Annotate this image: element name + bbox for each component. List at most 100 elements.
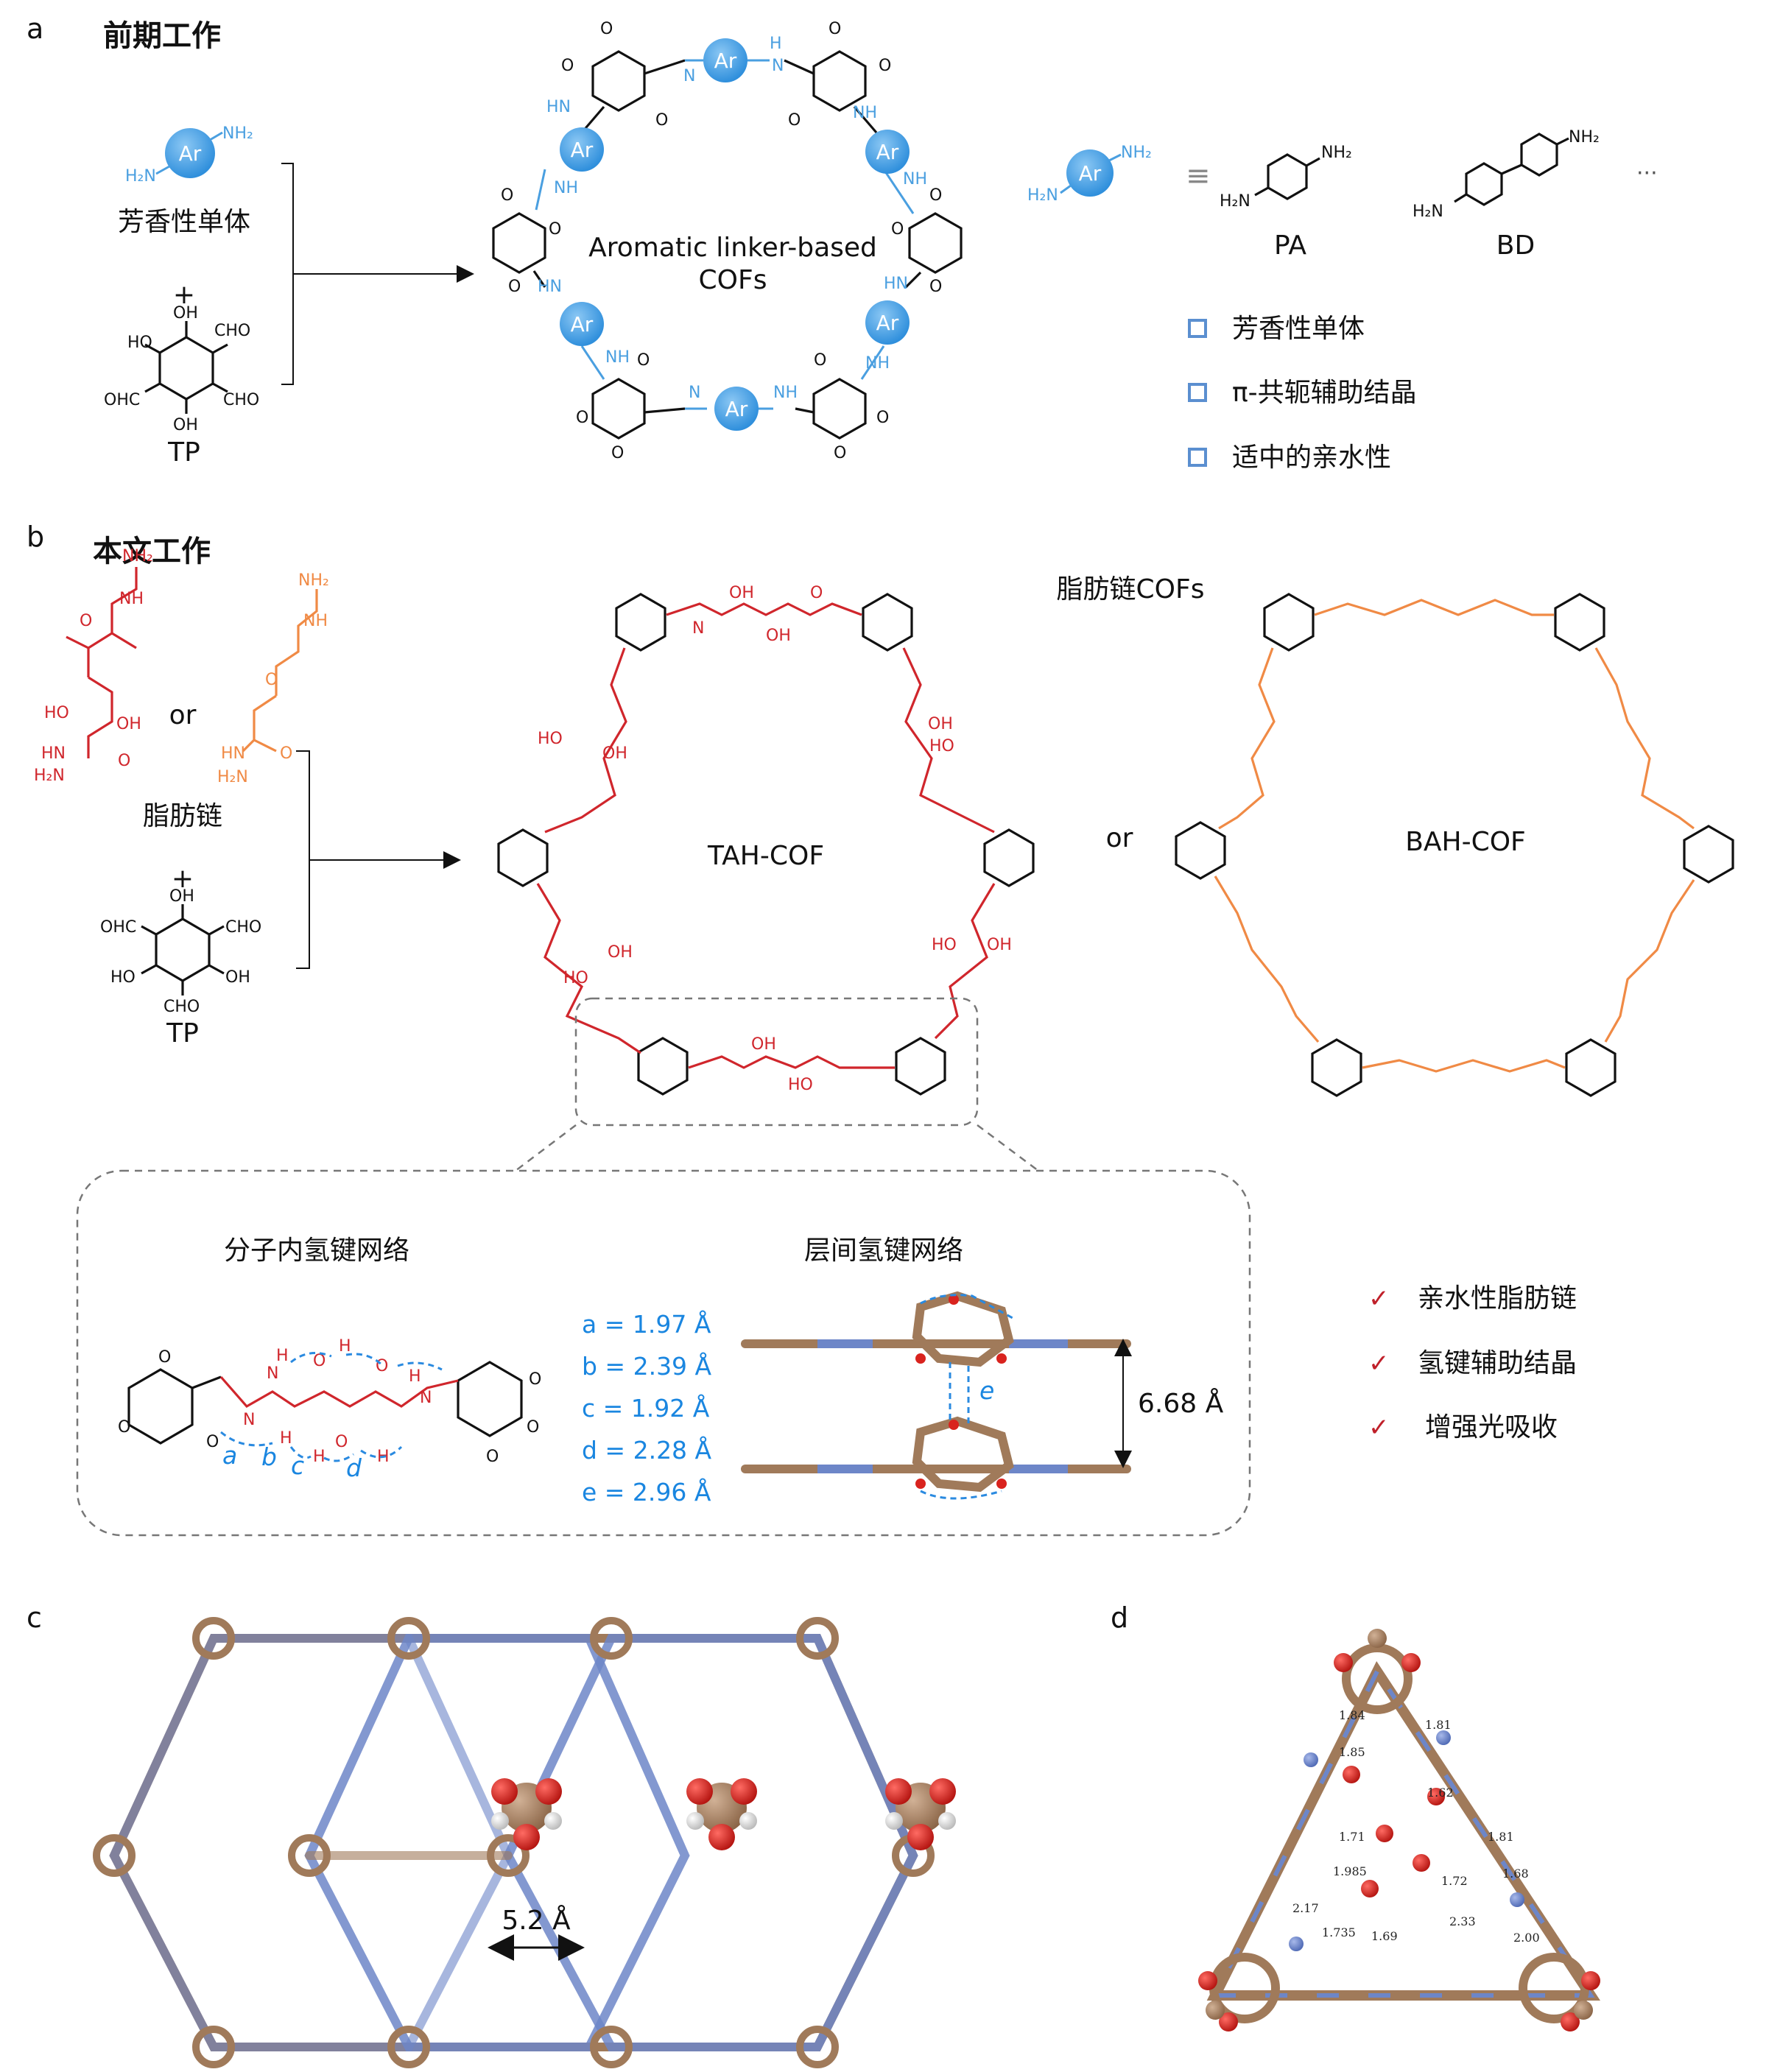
pore-framework-model xyxy=(109,1634,918,2051)
svg-text:H₂N: H₂N xyxy=(1413,202,1443,221)
svg-text:Ar: Ar xyxy=(714,49,737,73)
tah-cof-hexagon: OH OH N O HO OH OH HO OH HO HO OH OH HO … xyxy=(497,584,1035,1096)
svg-text:OH: OH xyxy=(729,584,754,602)
svg-text:Ar: Ar xyxy=(876,140,899,164)
feature-item: π-共轭辅助结晶 xyxy=(1232,378,1417,408)
svg-text:NH: NH xyxy=(605,348,630,367)
svg-text:O: O xyxy=(561,57,574,75)
svg-text:HO: HO xyxy=(932,936,957,954)
aromatic-cof-label-line2: COFs xyxy=(699,265,767,295)
svg-text:CHO: CHO xyxy=(214,322,250,340)
aromatic-cof-label-line1: Aromatic linker-based xyxy=(588,233,877,263)
svg-text:NH: NH xyxy=(773,384,798,402)
svg-text:1.72: 1.72 xyxy=(1441,1874,1468,1888)
svg-text:OHC: OHC xyxy=(104,391,140,409)
fatty-cof-group-label: 脂肪链COFs xyxy=(1057,574,1205,605)
panel-a: a 前期工作 Ar NH₂ H₂N 芳香性单体 + OH CHO HO CHO … xyxy=(27,13,1658,473)
panel-b-title: 本文工作 xyxy=(93,535,211,568)
svg-text:O: O xyxy=(879,57,891,75)
svg-text:NH₂: NH₂ xyxy=(1569,128,1600,147)
svg-text:NH₂: NH₂ xyxy=(298,571,329,590)
tp-molecule-a: OH CHO HO CHO OHC OH xyxy=(104,304,259,434)
svg-text:OH: OH xyxy=(225,968,250,987)
svg-text:1.69: 1.69 xyxy=(1371,1929,1398,1943)
svg-text:O: O xyxy=(929,186,942,205)
feature-item: 亲水性脂肪链 xyxy=(1418,1283,1577,1314)
hbond-value: a = 1.97 Å xyxy=(582,1309,711,1339)
svg-text:OH: OH xyxy=(751,1035,776,1054)
svg-text:O: O xyxy=(118,1418,130,1437)
ar-node: Ar xyxy=(703,38,747,82)
svg-text:OH: OH xyxy=(987,936,1012,954)
svg-text:O: O xyxy=(501,186,513,205)
svg-text:O: O xyxy=(814,351,826,370)
svg-text:OH: OH xyxy=(608,943,633,962)
svg-text:OH: OH xyxy=(766,627,791,645)
svg-text:O: O xyxy=(529,1370,541,1389)
svg-text:1.735: 1.735 xyxy=(1322,1925,1356,1939)
feature-item: 氢键辅助结晶 xyxy=(1418,1348,1577,1378)
hbond-distance-list: a = 1.97 Å b = 2.39 Å c = 1.92 Å d = 2.2… xyxy=(582,1309,712,1507)
ar-node: Ar xyxy=(560,127,604,172)
interlayer-stacking-model: e 6.68 Å xyxy=(741,1291,1224,1500)
svg-text:CHO: CHO xyxy=(163,998,200,1016)
tp-molecule-b: OH CHO OHC OH HO CHO xyxy=(100,887,261,1016)
aromatic-monomer-label: 芳香性单体 xyxy=(118,207,250,237)
svg-text:O: O xyxy=(206,1433,219,1451)
svg-text:Ar: Ar xyxy=(725,397,748,421)
svg-text:d: d xyxy=(346,1453,362,1482)
aromatic-feature-list: 芳香性单体 π-共轭辅助结晶 适中的亲水性 xyxy=(1188,314,1417,473)
svg-text:N: N xyxy=(243,1411,255,1429)
svg-text:H: H xyxy=(280,1429,292,1448)
tah-cof-label: TAH-COF xyxy=(707,841,824,871)
svg-text:NH: NH xyxy=(303,612,328,630)
svg-text:HN: HN xyxy=(221,744,245,763)
hbond-value: c = 1.92 Å xyxy=(582,1393,710,1423)
tp-label-a: TP xyxy=(167,437,200,468)
svg-text:1.85: 1.85 xyxy=(1339,1745,1365,1759)
fatty-feature-list: ✓ 亲水性脂肪链 ✓ 氢键辅助结晶 ✓ 增强光吸收 xyxy=(1368,1283,1577,1442)
svg-text:1.62: 1.62 xyxy=(1427,1786,1454,1800)
svg-text:O: O xyxy=(829,20,841,38)
svg-text:H₂N: H₂N xyxy=(34,767,65,785)
svg-text:H₂N: H₂N xyxy=(1027,186,1058,205)
panel-a-label: a xyxy=(27,13,43,45)
svg-text:HO: HO xyxy=(127,334,152,352)
aromatic-cof-hexagon: O O O O O O O O O O O O O O O O O O N HN… xyxy=(492,20,963,462)
svg-text:c: c xyxy=(291,1451,304,1480)
svg-text:H₂N: H₂N xyxy=(125,167,156,186)
aromatic-nodes xyxy=(93,1617,935,2068)
feature-item: 芳香性单体 xyxy=(1232,314,1365,344)
svg-text:OH: OH xyxy=(602,744,627,763)
ar-node: Ar xyxy=(560,302,604,346)
svg-text:O: O xyxy=(576,409,588,427)
svg-text:1.81: 1.81 xyxy=(1425,1718,1452,1732)
svg-text:NH₂: NH₂ xyxy=(122,547,153,565)
svg-text:O: O xyxy=(313,1352,326,1370)
panel-b-label: b xyxy=(27,521,44,553)
svg-text:O: O xyxy=(376,1357,388,1375)
svg-text:Ar: Ar xyxy=(179,141,202,166)
hbond-value: b = 2.39 Å xyxy=(582,1351,712,1381)
pa-label: PA xyxy=(1274,230,1306,261)
bah-cof-label: BAH-COF xyxy=(1405,827,1526,857)
svg-text:CHO: CHO xyxy=(225,918,261,937)
svg-text:NH₂: NH₂ xyxy=(1321,144,1352,162)
svg-text:HO: HO xyxy=(929,737,954,755)
interlayer-e-label: e xyxy=(979,1376,994,1405)
svg-text:CHO: CHO xyxy=(223,391,259,409)
panel-d-label: d xyxy=(1111,1601,1128,1634)
svg-text:NH: NH xyxy=(903,170,927,188)
zoom-inset-box xyxy=(76,1169,1251,1537)
ar-node: Ar xyxy=(714,387,759,431)
or-label-b2: or xyxy=(1106,823,1133,853)
svg-text:1.84: 1.84 xyxy=(1339,1708,1365,1722)
svg-text:O: O xyxy=(655,111,668,130)
svg-text:O: O xyxy=(158,1348,171,1367)
svg-text:a: a xyxy=(222,1441,237,1470)
panel-d: d 1.84 1.81 1.85 1.62 1.71 1.81 1.985 1.… xyxy=(1111,1601,1600,2032)
svg-text:N: N xyxy=(689,384,700,402)
svg-text:O: O xyxy=(929,278,942,296)
svg-text:HO: HO xyxy=(563,969,588,987)
svg-text:H: H xyxy=(339,1337,351,1356)
